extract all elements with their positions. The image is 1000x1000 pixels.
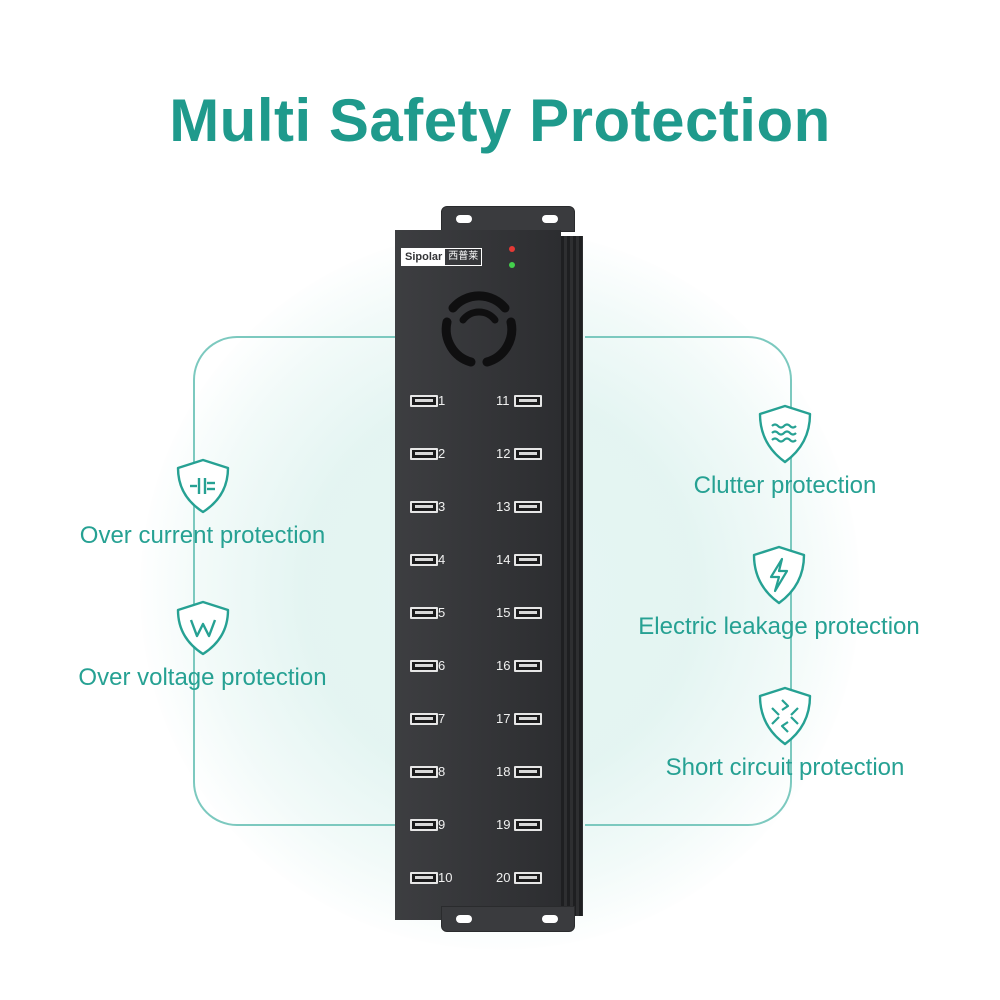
port-number: 3: [438, 499, 446, 514]
usb-port[interactable]: [514, 500, 543, 513]
usb-port[interactable]: [514, 712, 543, 725]
usb-port-row: 13: [496, 499, 543, 514]
current-shield-icon: [176, 458, 229, 514]
usb-port-row: 17: [496, 711, 543, 726]
usb-port[interactable]: [410, 606, 438, 619]
heatsink-fins: [561, 236, 583, 916]
port-number: 6: [438, 658, 446, 673]
port-number: 14: [496, 552, 511, 567]
port-number: 12: [496, 446, 511, 461]
usb-port-row: 1: [410, 393, 445, 408]
port-number: 8: [438, 764, 446, 779]
usb-port-row: 6: [410, 658, 445, 673]
usb-port[interactable]: [410, 765, 438, 778]
usb-port-row: 20: [496, 870, 543, 885]
usb-port-row: 8: [410, 764, 445, 779]
short-circuit-shield-icon: [758, 686, 812, 746]
usb-port[interactable]: [410, 712, 438, 725]
port-number: 4: [438, 552, 446, 567]
usb-port[interactable]: [514, 606, 543, 619]
feature-label: Clutter protection: [693, 472, 877, 499]
port-number: 11: [496, 393, 510, 408]
usb-port-row: 11: [496, 393, 542, 408]
feature-short-circuit: Short circuit protection: [645, 684, 925, 782]
port-number: 7: [438, 711, 446, 726]
port-number: 1: [438, 393, 446, 408]
headline: Multi Safety Protection: [169, 87, 831, 154]
brand-logo: Sipolar 西普莱: [401, 248, 483, 266]
usb-port-row: 12: [496, 446, 543, 461]
usb-port[interactable]: [410, 659, 438, 672]
port-number: 20: [496, 870, 511, 885]
usb-port-row: 9: [410, 817, 445, 832]
voltage-shield-icon: [176, 600, 229, 656]
usb-port-row: 14: [496, 552, 543, 567]
usb-port[interactable]: [410, 553, 438, 566]
feature-over-voltage: Over voltage protection: [60, 598, 345, 692]
lightning-shield-icon: [752, 545, 806, 605]
status-led-green: [509, 262, 515, 268]
feature-clutter: Clutter protection: [670, 402, 900, 500]
usb-port[interactable]: [410, 871, 438, 884]
feature-label: Short circuit protection: [665, 754, 905, 781]
port-number: 19: [496, 817, 511, 832]
device-front-panel: [395, 230, 561, 920]
usb-port[interactable]: [513, 394, 542, 407]
feature-over-current: Over current protection: [60, 456, 345, 550]
usb-port-row: 2: [410, 446, 445, 461]
port-number: 5: [438, 605, 446, 620]
usb-port[interactable]: [410, 394, 438, 407]
fan-vent-icon: [441, 291, 517, 367]
mounting-ear-bottom: [441, 906, 575, 932]
feature-label: Over voltage protection: [78, 664, 327, 691]
port-number: 15: [496, 605, 511, 620]
usb-port-row: 10: [410, 870, 452, 885]
usb-port-row: 19: [496, 817, 543, 832]
feature-label: Electric leakage protection: [638, 613, 920, 640]
feature-label: Over current protection: [79, 522, 326, 549]
usb-port[interactable]: [410, 447, 438, 460]
port-number: 16: [496, 658, 511, 673]
port-number: 2: [438, 446, 446, 461]
feature-electric-leakage: Electric leakage protection: [620, 543, 938, 641]
usb-port[interactable]: [410, 500, 438, 513]
port-number: 13: [496, 499, 511, 514]
waves-shield-icon: [758, 404, 812, 464]
usb-port-row: 4: [410, 552, 445, 567]
usb-port[interactable]: [514, 871, 543, 884]
port-number: 10: [438, 870, 453, 885]
port-number: 9: [438, 817, 446, 832]
usb-port-row: 3: [410, 499, 445, 514]
port-number: 17: [496, 711, 511, 726]
usb-port-row: 5: [410, 605, 445, 620]
usb-port[interactable]: [514, 659, 543, 672]
usb-port[interactable]: [514, 765, 543, 778]
usb-port-row: 15: [496, 605, 543, 620]
mounting-ear-top: [441, 206, 575, 232]
usb-port[interactable]: [514, 447, 543, 460]
brand-name-cn: 西普莱: [448, 251, 479, 262]
usb-port[interactable]: [514, 553, 543, 566]
usb-port[interactable]: [410, 818, 438, 831]
power-led-red: [509, 246, 515, 252]
usb-port[interactable]: [514, 818, 543, 831]
brand-name-latin: Sipolar: [402, 249, 446, 265]
usb-port-row: 7: [410, 711, 445, 726]
port-number: 18: [496, 764, 511, 779]
usb-port-row: 18: [496, 764, 543, 779]
usb-port-row: 16: [496, 658, 543, 673]
left-frame: [193, 336, 415, 826]
